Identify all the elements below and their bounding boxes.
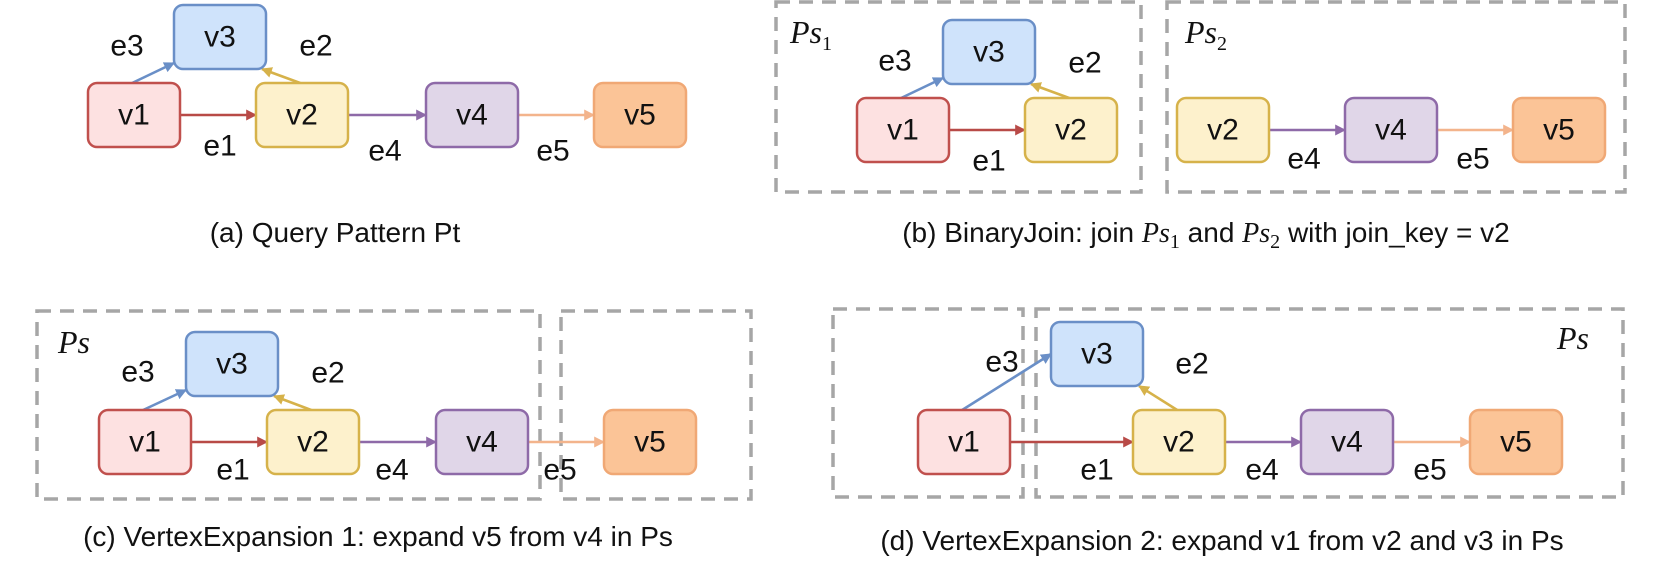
dashed-box-ps2 — [1165, 0, 1627, 194]
vertex-label-v2-panel-c: v2 — [297, 426, 329, 459]
vertex-v5-panel-d — [1468, 408, 1564, 476]
dashed-box-c-right — [559, 309, 753, 501]
vertex-label-v2-panel-b: v2 — [1055, 114, 1087, 147]
edge-e3-panel-d — [961, 352, 1052, 412]
vertex-v1-panel-c — [97, 408, 193, 476]
vertex-label-v2-panel-a: v2 — [286, 99, 318, 132]
caption-d: (d) VertexExpansion 2: expand v1 from v2… — [880, 525, 1563, 556]
vertex-v4-panel-c — [434, 408, 530, 476]
box-label-ps2-base: Ps — [1184, 14, 1217, 50]
box-label-ps1-base: Ps — [789, 14, 822, 50]
vertex-label-v3-panel-a: v3 — [204, 21, 236, 54]
edge-label-e1-panel-a: e1 — [203, 130, 236, 163]
vertex-v1-panel-d — [916, 408, 1012, 476]
edge-label-e3-panel-b: e3 — [878, 45, 911, 78]
box-label-ps2-sub: 2 — [1217, 33, 1227, 55]
caption-b-ps2: Ps — [1241, 218, 1270, 249]
edge-label-e3-panel-d: e3 — [985, 346, 1018, 379]
vertex-v3-panel-b — [941, 18, 1037, 86]
edge-e3-panel-a — [131, 61, 175, 85]
edge-label-e5-panel-b: e5 — [1456, 143, 1489, 176]
vertex-label-v4-panel-b: v4 — [1375, 114, 1407, 147]
edge-label-e1-panel-b: e1 — [972, 145, 1005, 178]
vertex-label-v4-panel-a: v4 — [456, 99, 488, 132]
edge-label-e3-panel-c: e3 — [121, 356, 154, 389]
edge-label-e4-panel-a: e4 — [368, 135, 401, 168]
box-label-ps1-sub: 1 — [822, 33, 832, 55]
edge-e2-panel-a — [260, 67, 301, 85]
vertex-v4-panel-a — [424, 81, 520, 149]
vertex-v2-panel-a — [254, 81, 350, 149]
edge-e3-panel-c — [142, 388, 187, 412]
vertex-v1-panel-a — [86, 81, 182, 149]
vertex-label-v5-panel-d: v5 — [1500, 426, 1532, 459]
vertex-v4-panel-d — [1299, 408, 1395, 476]
vertex-label-v2-panel-d: v2 — [1163, 426, 1195, 459]
vertex-label-v5-panel-b: v5 — [1543, 114, 1575, 147]
caption-b-suffix: with join_key = v2 — [1280, 217, 1510, 248]
edge-label-e5-panel-a: e5 — [536, 135, 569, 168]
caption-a: (a) Query Pattern Pt — [210, 217, 461, 248]
vertex-v2-panel-b-b — [1175, 96, 1271, 164]
box-label-ps-d: Ps — [1556, 320, 1589, 356]
vertex-v1-panel-b — [855, 96, 951, 164]
vertex-label-v2-panel-b-b: v2 — [1207, 114, 1239, 147]
vertex-v2-panel-c — [265, 408, 361, 476]
caption-c: (c) VertexExpansion 1: expand v5 from v4… — [83, 521, 673, 552]
box-label-ps2: Ps2 — [1184, 14, 1227, 55]
edge-label-e1-panel-d: e1 — [1080, 454, 1113, 487]
vertex-v3-panel-c — [184, 330, 280, 398]
caption-b-mid: and — [1180, 217, 1242, 248]
vertex-label-v1-panel-c: v1 — [129, 426, 161, 459]
caption-b-ps2-sub: 2 — [1270, 231, 1280, 253]
edge-label-e5-panel-c: e5 — [543, 454, 576, 487]
dashed-box-ps1 — [774, 0, 1143, 194]
vertex-label-v3-panel-d: v3 — [1081, 338, 1113, 371]
vertex-label-v3-panel-b: v3 — [973, 36, 1005, 69]
vertex-label-v1-panel-a: v1 — [118, 99, 150, 132]
box-label-ps1: Ps1 — [789, 14, 832, 55]
edge-e3-panel-b — [900, 76, 944, 100]
vertex-label-v4-panel-c: v4 — [466, 426, 498, 459]
vertex-label-v5-panel-c: v5 — [634, 426, 666, 459]
vertex-v5-panel-a — [592, 81, 688, 149]
vertex-v3-panel-d — [1049, 320, 1145, 388]
vertex-v5-panel-c — [602, 408, 698, 476]
edge-label-e5-panel-d: e5 — [1413, 454, 1446, 487]
edge-label-e4-panel-d: e4 — [1245, 454, 1278, 487]
edge-label-e2-panel-a: e2 — [299, 30, 332, 63]
edge-e2-panel-d — [1138, 384, 1178, 412]
edge-label-e1-panel-c: e1 — [216, 454, 249, 487]
edge-label-e3-panel-a: e3 — [110, 30, 143, 63]
vertex-v2-panel-b — [1023, 96, 1119, 164]
vertex-label-v1-panel-b: v1 — [887, 114, 919, 147]
vertex-v3-panel-a — [172, 3, 268, 71]
caption-b-prefix: (b) BinaryJoin: join — [902, 217, 1142, 248]
edge-e2-panel-b — [1029, 82, 1070, 100]
caption-b-ps1-sub: 1 — [1170, 231, 1180, 253]
vertex-v5-panel-b — [1511, 96, 1607, 164]
caption-b: (b) BinaryJoin: join Ps1 and Ps2 with jo… — [902, 217, 1510, 253]
edge-label-e2-panel-c: e2 — [311, 357, 344, 390]
edge-label-e2-panel-b: e2 — [1068, 47, 1101, 80]
vertex-label-v3-panel-c: v3 — [216, 348, 248, 381]
box-label-ps-c: Ps — [57, 324, 90, 360]
dashed-box-d-left — [831, 307, 1025, 499]
vertex-v2-panel-d — [1131, 408, 1227, 476]
vertex-label-v5-panel-a: v5 — [624, 99, 656, 132]
dashed-box-ps-c — [35, 309, 542, 501]
edge-label-e2-panel-d: e2 — [1175, 348, 1208, 381]
vertex-v4-panel-b — [1343, 96, 1439, 164]
dashed-box-ps-d — [1034, 307, 1625, 499]
vertex-label-v4-panel-d: v4 — [1331, 426, 1363, 459]
edge-label-e4-panel-b: e4 — [1287, 143, 1320, 176]
edge-e2-panel-c — [272, 394, 312, 412]
caption-b-ps1: Ps — [1141, 218, 1170, 249]
edge-label-e4-panel-c: e4 — [375, 454, 408, 487]
vertex-label-v1-panel-d: v1 — [948, 426, 980, 459]
